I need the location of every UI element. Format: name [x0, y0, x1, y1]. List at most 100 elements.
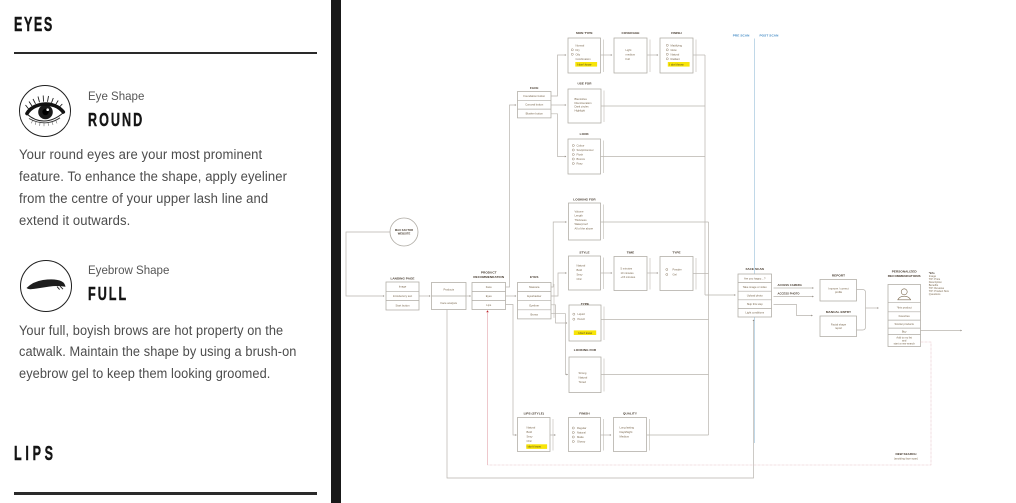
svg-text:TIME: TIME: [627, 251, 635, 255]
svg-text:RECOMMENDATIONS: RECOMMENDATIONS: [888, 274, 921, 278]
svg-text:Facial shape: Facial shape: [831, 322, 847, 326]
svg-text:Sexy: Sexy: [527, 435, 534, 439]
svg-text:Natural: Natural: [527, 426, 536, 430]
svg-text:Upload photo: Upload photo: [747, 294, 763, 298]
svg-text:Chic: Chic: [577, 277, 583, 281]
svg-text:ACCESS CAMERA: ACCESS CAMERA: [778, 283, 802, 287]
svg-text:TIP: Product Size: TIP: Product Size: [929, 289, 950, 293]
svg-text:Blusher button: Blusher button: [526, 112, 544, 116]
svg-text:Thickness: Thickness: [575, 218, 588, 222]
svg-text:Light: Light: [626, 48, 632, 52]
svg-text:(avoiding face scan): (avoiding face scan): [894, 456, 918, 460]
svg-text:PRE SCAN: PRE SCAN: [733, 33, 750, 37]
svg-text:TIP: Price: TIP: Price: [929, 277, 941, 281]
svg-text:Oily: Oily: [576, 52, 581, 56]
svg-text:Dry: Dry: [576, 48, 581, 52]
svg-text:Normal: Normal: [576, 43, 585, 47]
svg-text:MANUAL ENTRY: MANUAL ENTRY: [826, 310, 852, 314]
svg-text:Tinted: Tinted: [579, 380, 587, 384]
svg-text:Medium: Medium: [620, 435, 630, 439]
svg-text:ACCESS PHOTO: ACCESS PHOTO: [778, 292, 800, 296]
svg-text:Image: Image: [929, 274, 937, 278]
svg-text:Buy: Buy: [902, 329, 907, 333]
svg-text:Dark circles: Dark circles: [575, 105, 590, 109]
svg-text:Skip this step: Skip this step: [747, 302, 763, 306]
svg-text:TYPE: TYPE: [672, 251, 680, 255]
svg-text:Mascara: Mascara: [529, 285, 540, 289]
svg-text:5 minutes: 5 minutes: [621, 267, 633, 271]
svg-text:LOOKING FOR: LOOKING FOR: [574, 348, 597, 352]
svg-text:TIP: Reviews: TIP: Reviews: [929, 286, 945, 290]
svg-text:Introductory text: Introductory text: [393, 294, 413, 298]
svg-text:QUALITY: QUALITY: [623, 411, 638, 415]
svg-text:Eyes: Eyes: [486, 294, 493, 298]
svg-text:profile: profile: [835, 290, 843, 294]
svg-text:Combination: Combination: [576, 57, 592, 61]
svg-text:Glossy: Glossy: [577, 440, 586, 444]
svg-text:start a new search: start a new search: [894, 341, 916, 345]
svg-text:POST SCAN: POST SCAN: [760, 33, 780, 37]
svg-text:Add to my list: Add to my list: [896, 335, 912, 339]
svg-text:Bold: Bold: [577, 268, 583, 272]
svg-text:MAX FACTOR: MAX FACTOR: [395, 228, 413, 232]
svg-text:Rosy: Rosy: [577, 162, 584, 166]
svg-text:Face: Face: [486, 285, 492, 289]
svg-text:LIPS (STYLE): LIPS (STYLE): [524, 411, 544, 415]
svg-text:I don't know: I don't know: [527, 445, 541, 449]
svg-text:*this product: *this product: [897, 305, 912, 309]
svg-text:PRODUCT: PRODUCT: [481, 271, 497, 275]
svg-text:LOOK: LOOK: [580, 132, 590, 136]
svg-text:Benefits: Benefits: [929, 283, 939, 287]
svg-text:Radiant: Radiant: [671, 57, 681, 61]
svg-text:Questions: Questions: [929, 292, 941, 296]
svg-text:medium: medium: [626, 53, 636, 57]
svg-text:Take image or video: Take image or video: [743, 285, 768, 289]
svg-text:Start button: Start button: [396, 303, 410, 307]
svg-text:NEW SEARCH: NEW SEARCH: [895, 452, 916, 456]
svg-text:Favorites: Favorites: [899, 314, 911, 318]
svg-text:LANDING PAGE: LANDING PAGE: [390, 276, 414, 280]
svg-text:Are you happy....?: Are you happy....?: [744, 276, 766, 280]
svg-text:Long lasting: Long lasting: [620, 426, 635, 430]
svg-text:Similar products: Similar products: [895, 322, 915, 326]
svg-text:FACE SCAN: FACE SCAN: [746, 267, 765, 271]
svg-text:TYPE: TYPE: [581, 302, 589, 306]
svg-text:EYES: EYES: [530, 275, 538, 279]
svg-text:Gel: Gel: [673, 273, 678, 277]
svg-text:Colour: Colour: [577, 144, 585, 148]
svg-text:REPORT: REPORT: [832, 274, 845, 278]
svg-text:and: and: [902, 338, 907, 342]
svg-text:Mattifying: Mattifying: [671, 43, 683, 47]
svg-text:Chic: Chic: [527, 439, 533, 443]
svg-text:Bronze: Bronze: [577, 157, 586, 161]
svg-text:Light conditions: Light conditions: [745, 311, 764, 315]
svg-text:report: report: [835, 326, 842, 330]
svg-text:Highlight: Highlight: [575, 109, 586, 113]
svg-text:Eyeshadow: Eyeshadow: [527, 294, 541, 298]
svg-text:Bold: Bold: [527, 430, 533, 434]
svg-text:Discolouration: Discolouration: [575, 101, 593, 105]
svg-text:Volume: Volume: [575, 210, 584, 214]
svg-text:Day&Night: Day&Night: [620, 430, 633, 434]
svg-text:Pencil: Pencil: [578, 317, 586, 321]
svg-text:Brows: Brows: [531, 312, 539, 316]
svg-text:Sculpt/contour: Sculpt/contour: [577, 148, 594, 152]
svg-text:Full: Full: [626, 57, 631, 61]
svg-text:PERSONALIZED: PERSONALIZED: [892, 270, 918, 274]
svg-text:SKIN TYPE: SKIN TYPE: [576, 31, 593, 35]
svg-text:Powder: Powder: [673, 268, 682, 272]
svg-text:Flush: Flush: [577, 153, 584, 157]
svg-text:Lips: Lips: [486, 303, 492, 307]
svg-text:I don't know: I don't know: [669, 62, 683, 66]
svg-text:FINISH: FINISH: [579, 411, 590, 415]
svg-text:Products: Products: [443, 287, 454, 291]
svg-text:WEBSITE: WEBSITE: [398, 232, 411, 236]
svg-text:FACE: FACE: [530, 86, 538, 90]
svg-text:Glow: Glow: [671, 48, 677, 52]
svg-text:Liquid: Liquid: [578, 312, 586, 316]
svg-text:Improve / correct: Improve / correct: [828, 286, 848, 290]
svg-text:USE FOR: USE FOR: [577, 81, 592, 85]
svg-text:Sexy: Sexy: [577, 273, 584, 277]
svg-text:Conceal button: Conceal button: [525, 103, 544, 107]
svg-text:Description: Description: [929, 280, 943, 284]
